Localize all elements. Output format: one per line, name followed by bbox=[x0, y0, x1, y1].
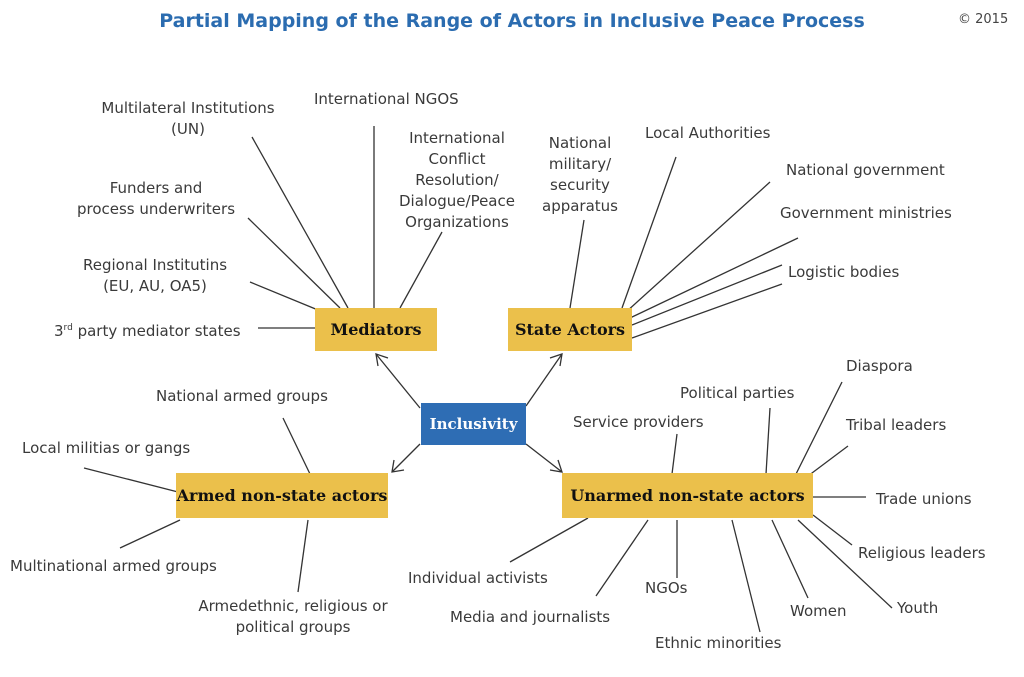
third-party-text: party mediator states bbox=[72, 322, 241, 340]
actor-service-providers: Service providers bbox=[573, 413, 704, 431]
copyright-notice: © 2015 bbox=[958, 12, 1009, 27]
line-youth bbox=[797, 519, 893, 609]
line-women bbox=[771, 519, 809, 599]
line-logistic-2 bbox=[631, 283, 783, 339]
armed-non-state-hub: Armed non-state actors bbox=[176, 473, 388, 518]
line-multinational bbox=[119, 519, 181, 549]
line-service bbox=[671, 433, 678, 475]
arrow-to-state bbox=[525, 353, 563, 407]
actor-multilateral: Multilateral Institutions (UN) bbox=[101, 99, 275, 138]
arrow-to-unarmed bbox=[525, 443, 563, 473]
inclusivity-node: Inclusivity bbox=[421, 403, 526, 445]
line-logistic-1 bbox=[631, 264, 783, 326]
line-national-armed bbox=[282, 417, 311, 475]
actor-local-authorities: Local Authorities bbox=[645, 124, 771, 142]
actor-trade-unions: Trade unions bbox=[876, 490, 972, 508]
line-local-auth bbox=[621, 156, 677, 309]
actor-media-journalists: Media and journalists bbox=[450, 608, 611, 626]
actor-third-party: 3rd party mediator states bbox=[54, 318, 241, 342]
unarmed-non-state-hub: Unarmed non-state actors bbox=[562, 473, 813, 518]
actor-funders: Funders and process underwriters bbox=[76, 179, 236, 218]
line-diaspora bbox=[795, 381, 843, 475]
actor-logistic-bodies: Logistic bodies bbox=[788, 263, 900, 281]
actor-individual-activists: Individual activists bbox=[408, 569, 548, 587]
actor-regional: Regional Institutins (EU, AU, OA5) bbox=[82, 256, 228, 295]
actor-national-government: National government bbox=[786, 161, 945, 179]
line-regional bbox=[249, 281, 319, 311]
mediators-hub: Mediators bbox=[315, 308, 437, 351]
line-multilateral bbox=[251, 136, 349, 309]
third-party-ordinal: rd bbox=[63, 323, 73, 333]
actor-religious-leaders: Religious leaders bbox=[858, 544, 986, 562]
actor-ethnic-minorities: Ethnic minorities bbox=[655, 634, 782, 652]
line-activists bbox=[509, 517, 589, 563]
diagram-title: Partial Mapping of the Range of Actors i… bbox=[159, 10, 865, 32]
line-armedethnic bbox=[297, 519, 309, 593]
actor-ngos: NGOs bbox=[645, 579, 688, 597]
line-ministries bbox=[629, 237, 799, 319]
line-media bbox=[595, 519, 649, 597]
line-military bbox=[569, 219, 585, 309]
actor-national-armed: National armed groups bbox=[156, 387, 328, 405]
line-political bbox=[765, 407, 771, 475]
state-actors-hub: State Actors bbox=[508, 308, 632, 351]
actor-youth: Youth bbox=[897, 599, 939, 617]
line-tribal bbox=[807, 445, 849, 477]
actor-government-ministries: Government ministries bbox=[780, 204, 952, 222]
actor-local-militias: Local militias or gangs bbox=[22, 439, 191, 457]
actor-multinational: Multinational armed groups bbox=[10, 557, 217, 575]
third-party-number: 3 bbox=[54, 322, 64, 340]
actor-women: Women bbox=[790, 602, 847, 620]
line-national-gov bbox=[625, 181, 771, 313]
actor-intl-ngos: International NGOS bbox=[314, 90, 459, 108]
actor-tribal-leaders: Tribal leaders bbox=[846, 416, 947, 434]
arrow-to-mediators bbox=[375, 353, 421, 409]
arrow-to-armed bbox=[391, 443, 421, 473]
actor-political-parties: Political parties bbox=[680, 384, 795, 402]
line-local-militias bbox=[83, 467, 179, 493]
actor-armedethnic: Armedethnic, religious or political grou… bbox=[198, 597, 388, 636]
line-ethnic bbox=[731, 519, 761, 633]
actor-diaspora: Diaspora bbox=[846, 357, 913, 375]
actor-intl-conflict: International Conflict Resolution/ Dialo… bbox=[399, 129, 515, 231]
line-funders bbox=[247, 217, 341, 309]
line-intl-conflict bbox=[399, 231, 443, 309]
line-religious bbox=[812, 514, 853, 546]
actor-military: National military/ security apparatus bbox=[542, 134, 618, 215]
